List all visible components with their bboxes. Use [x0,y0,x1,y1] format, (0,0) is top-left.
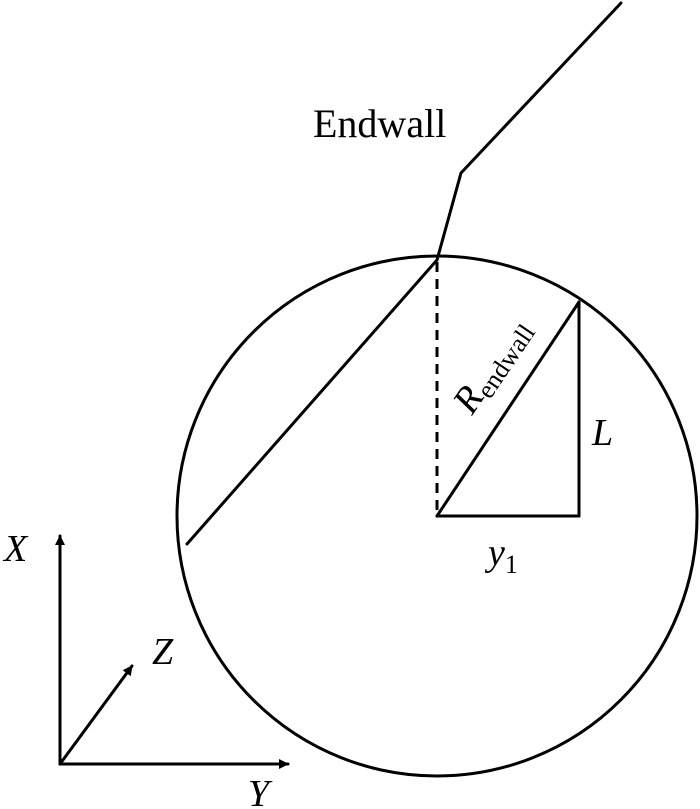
axis-y-label: Y [248,773,273,809]
endwall-line [185,1,623,546]
endwall-label: Endwall [313,101,446,146]
axis-z-label: Z [152,631,174,673]
offset-label: y1 [484,532,518,579]
svg-text:Rendwall: Rendwall [444,310,541,423]
offset-subscript: 1 [505,550,518,579]
radius-line [435,300,581,518]
axis-z-arrow [58,664,134,766]
radius-subscript: endwall [471,319,541,403]
length-label: L [591,412,613,454]
radius-label-group: Rendwall [444,310,541,423]
axis-x-label: X [2,528,29,570]
offset-main: y [484,532,505,574]
